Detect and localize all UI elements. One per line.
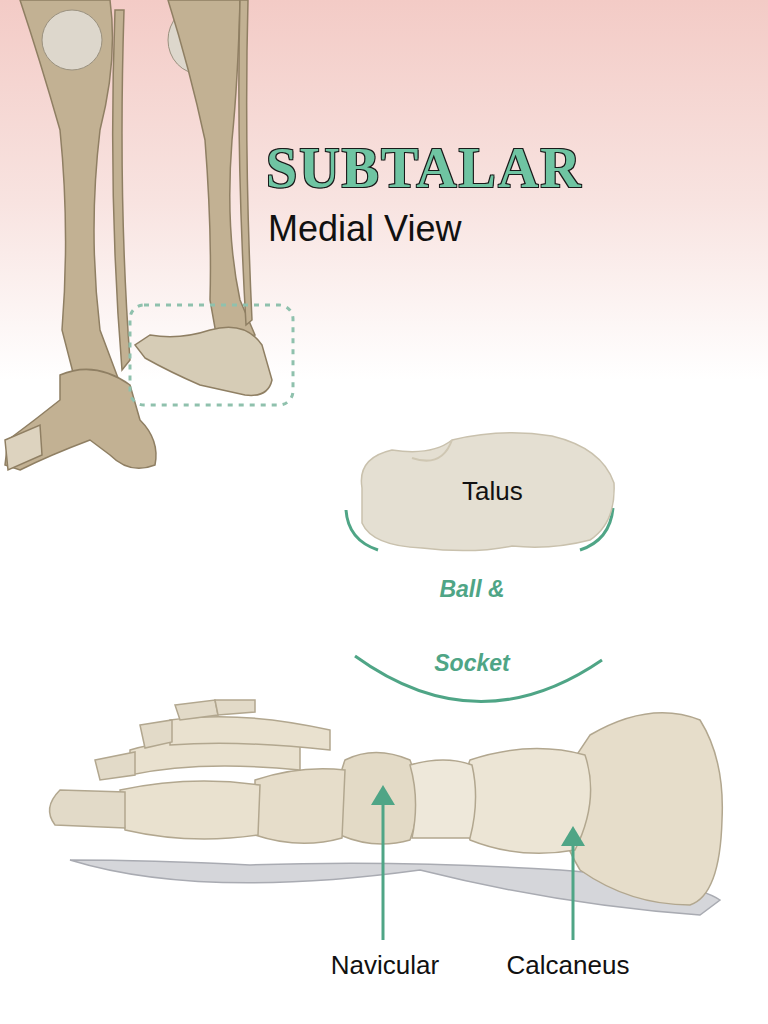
joint-label: Socket [434, 650, 509, 677]
bone-shape: Talus [352, 428, 618, 558]
part-name: Navicular [331, 950, 439, 981]
bone-label: Talus [462, 476, 523, 507]
subtitle: Medial View [268, 208, 461, 250]
part-name: Calcaneus [507, 950, 630, 981]
foot-bones [50, 700, 723, 915]
title: SUBTALAR [266, 136, 583, 200]
leader-arrow [371, 785, 585, 940]
joint-label: Ball & [439, 576, 504, 603]
